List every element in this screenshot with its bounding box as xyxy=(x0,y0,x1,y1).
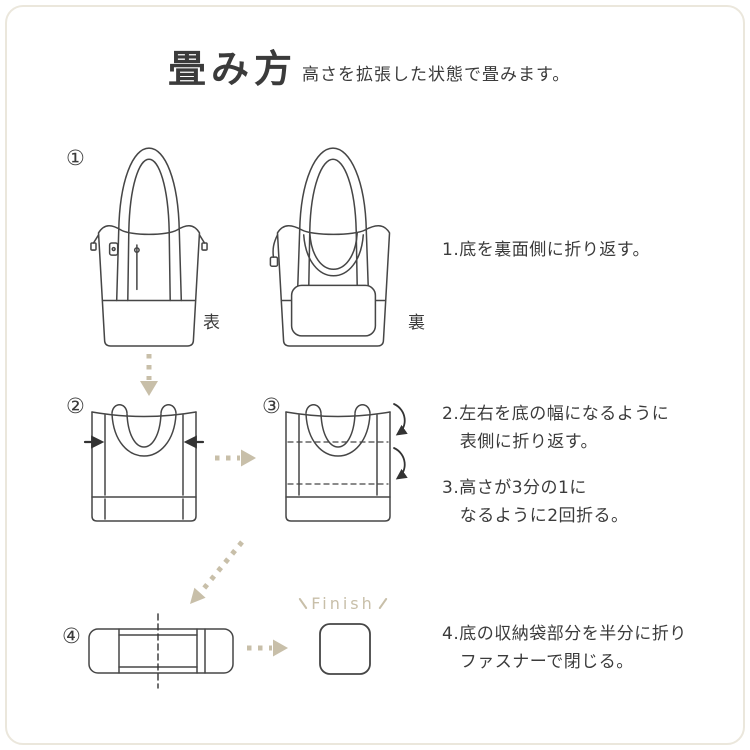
dotted-arrow-right-icon xyxy=(247,639,288,657)
step-1-instruction: 1.底を裏面側に折り返す。 xyxy=(442,240,651,260)
dotted-arrow-down-icon xyxy=(140,354,158,396)
flattened-bag-illustration xyxy=(88,613,234,689)
bag-folded-sides-illustration xyxy=(83,404,205,522)
step-4-instruction: 4.底の収納袋部分を半分に折り ファスナーで閉じる。 xyxy=(442,624,687,673)
step-1-number: ① xyxy=(66,146,85,170)
step-3-instruction: 3.高さが3分の1に なるように2回折る。 xyxy=(442,478,629,527)
step-3-number: ③ xyxy=(262,394,281,418)
step-4-number: ④ xyxy=(62,624,81,648)
finish-left-slash-icon xyxy=(298,597,308,610)
dotted-arrow-diagonal-icon xyxy=(190,540,244,604)
front-side-label: 表 xyxy=(203,313,220,333)
finish-right-slash-icon xyxy=(378,597,388,610)
step-2-number: ② xyxy=(66,394,85,418)
page-title: 畳み方 xyxy=(168,47,298,91)
folded-square-result-illustration xyxy=(319,623,371,675)
step-2-instruction: 2.左右を底の幅になるように 表側に折り返す。 xyxy=(442,404,670,453)
bag-back-illustration xyxy=(269,147,391,347)
page-subtitle: 高さを拡張した状態で畳みます。 xyxy=(302,65,571,85)
bag-front-illustration xyxy=(90,147,208,347)
dotted-arrow-right-icon xyxy=(215,449,256,467)
finish-text: Finish xyxy=(311,594,375,613)
bag-fold-thirds-illustration xyxy=(285,403,408,522)
back-side-label: 裏 xyxy=(408,313,425,333)
finish-label: Finish xyxy=(288,594,398,613)
